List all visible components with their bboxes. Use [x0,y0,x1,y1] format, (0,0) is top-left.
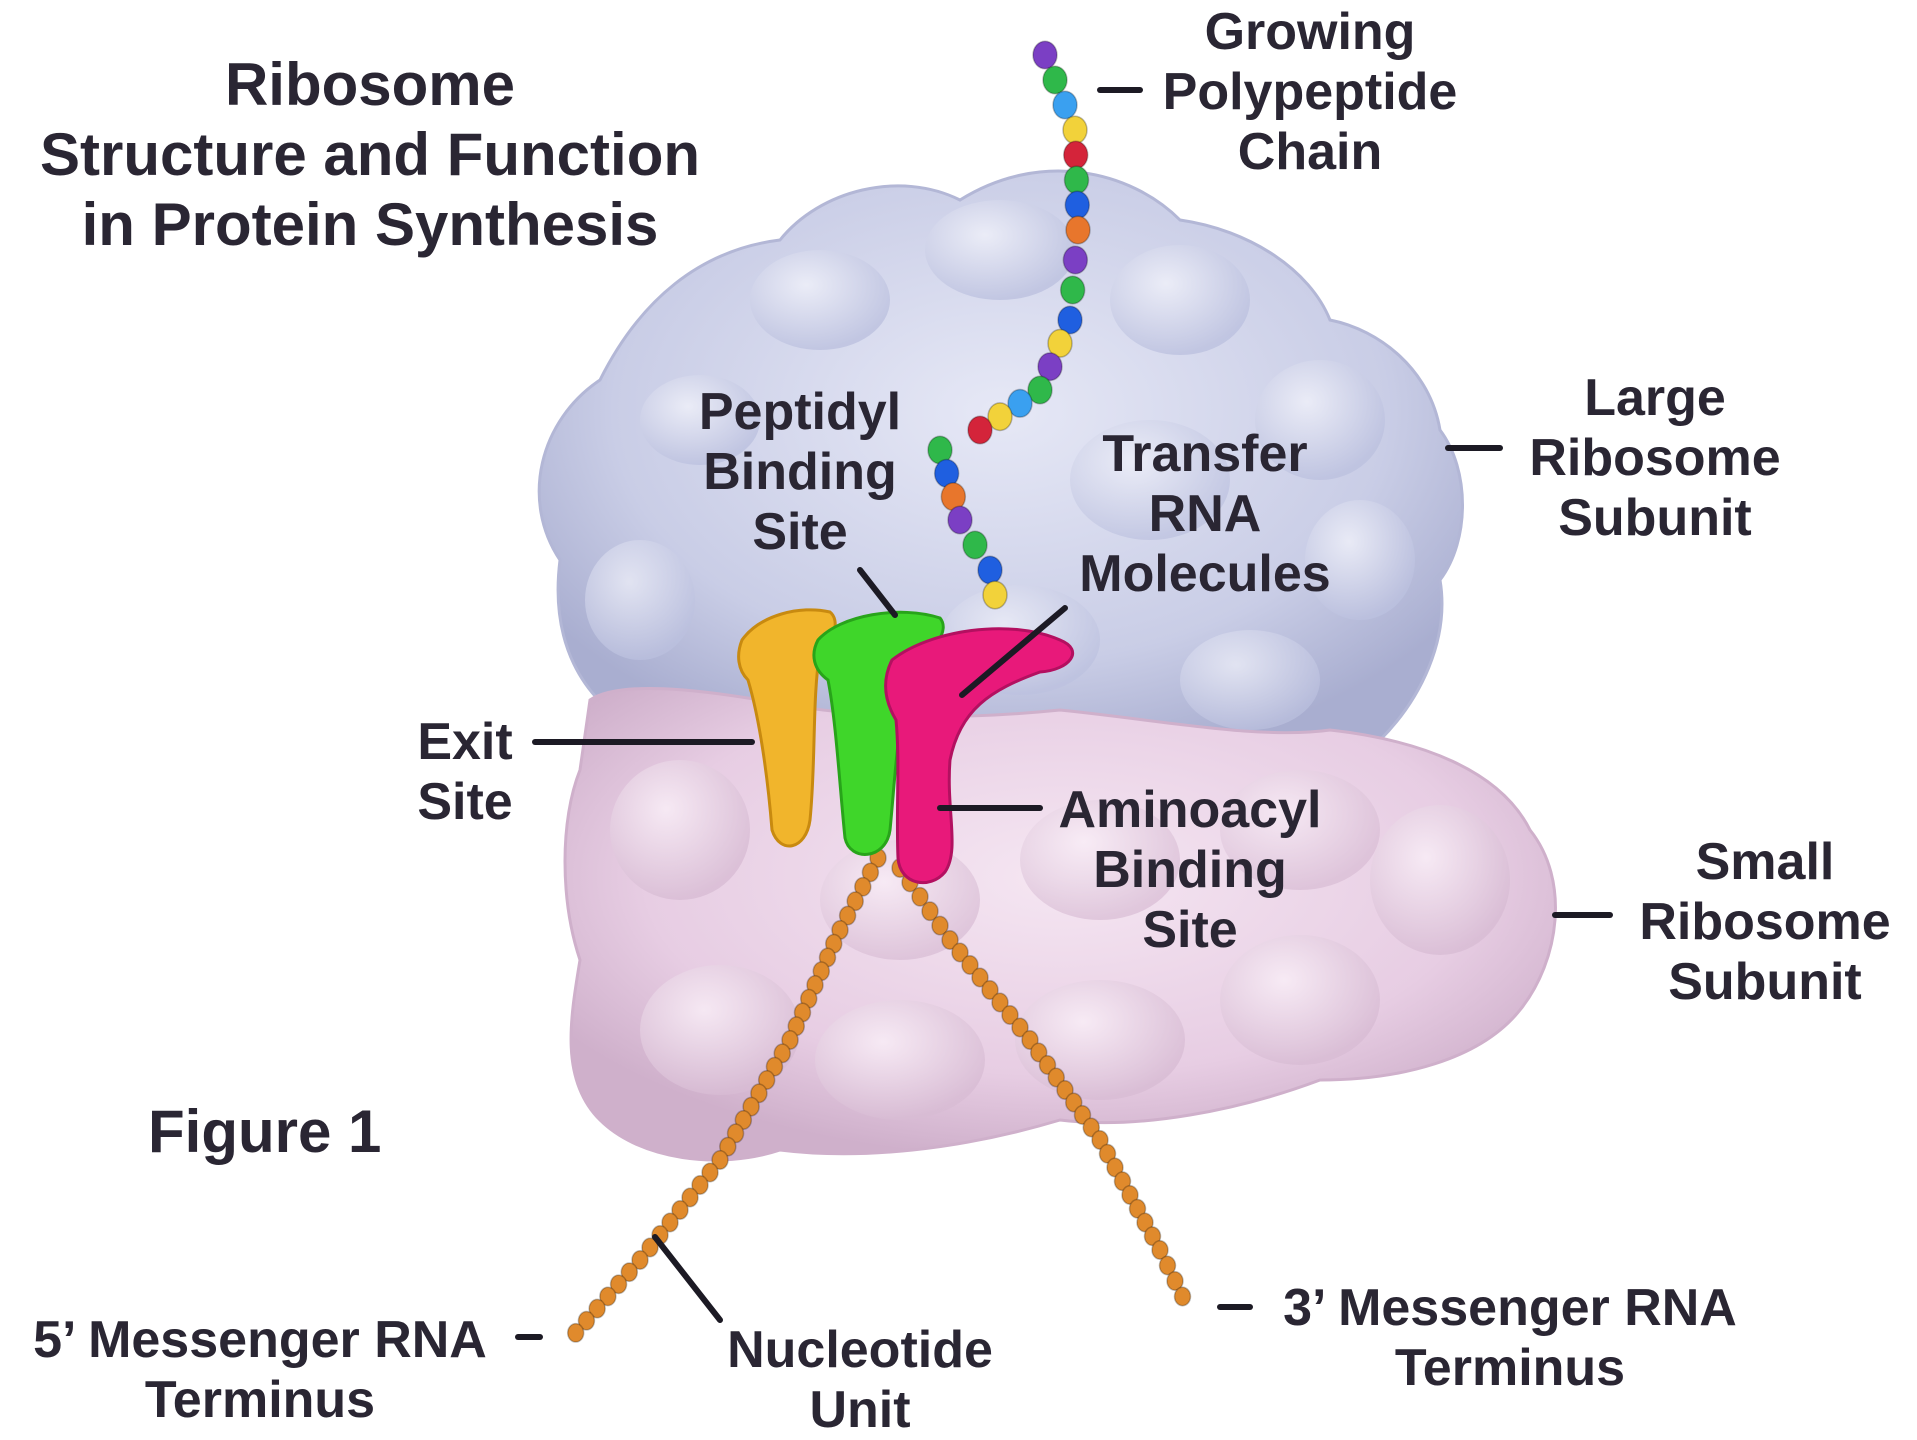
exit-site-label: Exit Site [395,712,535,832]
transfer-rna-line-2: RNA [1055,484,1355,544]
title-line-1: Ribosome [10,50,730,120]
five-prime-line-2: Terminus [0,1370,520,1430]
amino-acid-bead [948,506,972,534]
five-prime-terminus-label: 5’ Messenger RNA Terminus [0,1310,520,1430]
growing-chain-line-1: Growing [1140,2,1480,62]
nucleotide-bead [1175,1287,1191,1305]
growing-chain-label: Growing Polypeptide Chain [1140,2,1480,182]
aminoacyl-site-line-3: Site [1040,900,1340,960]
small-subunit-label: Small Ribosome Subunit [1620,832,1910,1012]
large-subunit-line-1: Large [1505,368,1805,428]
growing-chain-line-3: Chain [1140,122,1480,182]
large-subunit-label: Large Ribosome Subunit [1505,368,1805,548]
transfer-rna-label: Transfer RNA Molecules [1055,424,1355,604]
figure-label: Figure 1 [148,1102,468,1162]
peptidyl-site-line-1: Peptidyl [670,382,930,442]
amino-acid-bead [963,531,987,559]
amino-acid-bead [1066,216,1090,244]
three-prime-line-1: 3’ Messenger RNA [1250,1278,1770,1338]
transfer-rna-line-3: Molecules [1055,544,1355,604]
transfer-rna-line-1: Transfer [1055,424,1355,484]
small-subunit-line-2: Ribosome [1620,892,1910,952]
amino-acid-bead [968,416,992,444]
exit-site-line-2: Site [395,772,535,832]
small-subunit-line-3: Subunit [1620,952,1910,1012]
peptidyl-site-line-2: Binding [670,442,930,502]
diagram-title: Ribosome Structure and Function in Prote… [10,50,730,260]
nucleotide-unit-label: Nucleotide Unit [700,1320,1020,1440]
amino-acid-bead [1053,91,1077,119]
aminoacyl-site-line-2: Binding [1040,840,1340,900]
amino-acid-bead [1065,191,1089,219]
small-subunit-line-1: Small [1620,832,1910,892]
five-prime-line-1: 5’ Messenger RNA [0,1310,520,1370]
aminoacyl-site-line-1: Aminoacyl [1040,780,1340,840]
nucleotide-line-1: Nucleotide [700,1320,1020,1380]
nucleotide-bead [568,1324,584,1342]
peptidyl-site-line-3: Site [670,502,930,562]
title-line-3: in Protein Synthesis [10,190,730,260]
amino-acid-bead [983,581,1007,609]
growing-chain-line-2: Polypeptide [1140,62,1480,122]
peptidyl-site-label: Peptidyl Binding Site [670,382,930,562]
three-prime-line-2: Terminus [1250,1338,1770,1398]
amino-acid-bead [1065,166,1089,194]
large-subunit-line-3: Subunit [1505,488,1805,548]
aminoacyl-site-label: Aminoacyl Binding Site [1040,780,1340,960]
exit-site-line-1: Exit [395,712,535,772]
large-subunit-line-2: Ribosome [1505,428,1805,488]
amino-acid-bead [1063,246,1087,274]
amino-acid-bead [1064,141,1088,169]
amino-acid-bead [1063,116,1087,144]
amino-acid-bead [1043,66,1067,94]
amino-acid-bead [1061,276,1085,304]
three-prime-terminus-label: 3’ Messenger RNA Terminus [1250,1278,1770,1398]
amino-acid-bead [978,556,1002,584]
amino-acid-bead [1033,41,1057,69]
title-line-2: Structure and Function [10,120,730,190]
nucleotide-line-2: Unit [700,1380,1020,1440]
